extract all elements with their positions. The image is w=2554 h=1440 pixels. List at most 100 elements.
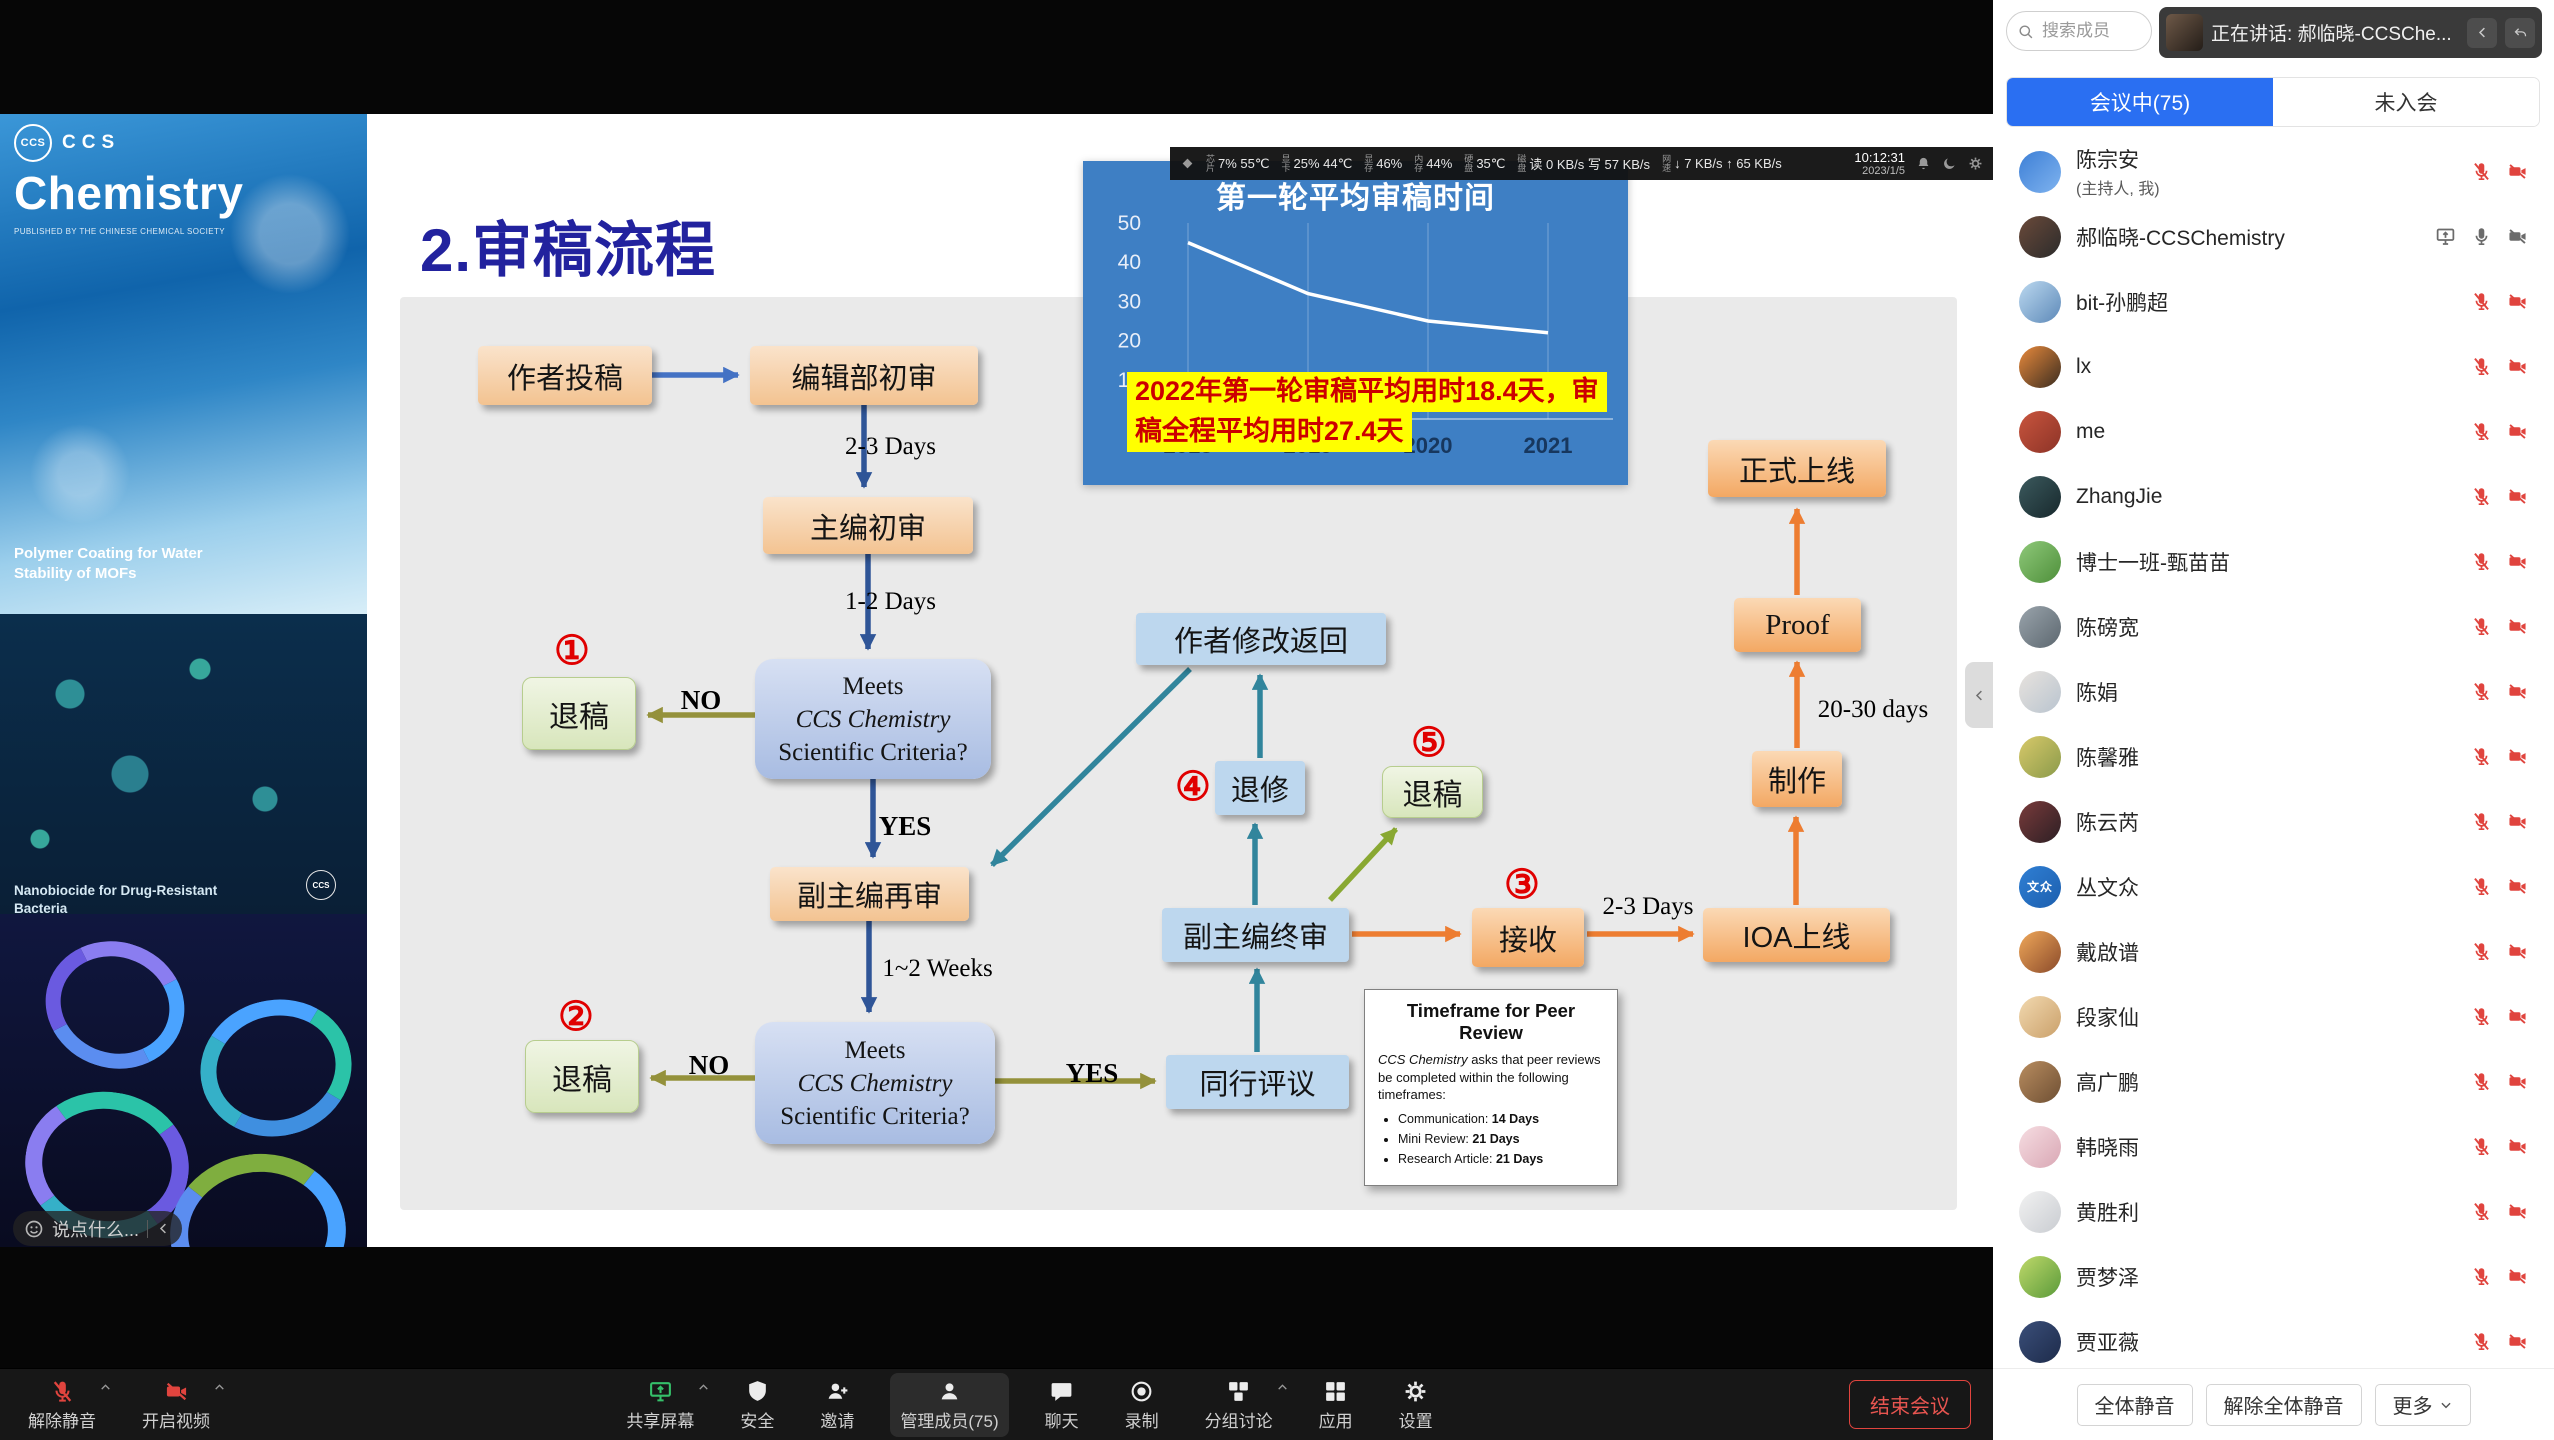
chat-placeholder[interactable]: 说点什么... [52,1219,140,1240]
participant-row[interactable]: 陈馨雅 [1993,724,2554,789]
invite-icon [825,1379,850,1404]
search-box[interactable] [2006,11,2152,51]
participant-row[interactable]: 韩晓雨 [1993,1114,2554,1179]
camera-off-icon[interactable] [2507,161,2528,182]
search-input[interactable] [2040,20,2144,42]
more-button[interactable]: 更多 [2374,1383,2471,1426]
camera-off-icon[interactable] [2507,421,2528,442]
mic-muted-icon[interactable] [2471,1201,2492,1222]
participant-row[interactable]: 陈磅宽 [1993,594,2554,659]
tab-not-joined[interactable]: 未入会 [2273,78,2539,126]
toolbar-members[interactable]: 管理成员(75) [890,1372,1009,1437]
toolbar-invite[interactable]: 邀请 [810,1373,864,1437]
end-meeting-button[interactable]: 结束会议 [1848,1380,1971,1429]
camera-off-icon[interactable] [2507,356,2528,377]
camera-off-icon[interactable] [2507,941,2528,962]
participant-row[interactable]: 黄胜利 [1993,1179,2554,1244]
speaking-indicator[interactable]: 正在讲话: 郝临晓-CCSChe... [2159,7,2542,58]
collapse-left-button[interactable] [2467,17,2497,48]
camera-off-icon[interactable] [2507,1136,2528,1157]
camera-off-icon[interactable] [2507,681,2528,702]
participant-row[interactable]: 陈宗安 (主持人, 我) [1993,139,2554,204]
mute-all-button[interactable]: 全体静音 [2076,1383,2193,1426]
camera-off-icon[interactable] [2507,486,2528,507]
mic-muted-icon[interactable] [2471,681,2492,702]
mic-muted-icon[interactable] [2471,356,2492,377]
camera-off-icon[interactable] [2507,746,2528,767]
return-button[interactable] [2505,17,2535,48]
toolbar-apps[interactable]: 应用 [1309,1373,1363,1437]
chevron-left-icon[interactable] [156,1221,171,1236]
toolbar-breakout[interactable]: 分组讨论 [1195,1373,1283,1437]
toolbar-security[interactable]: 安全 [730,1373,784,1437]
camera-off-icon[interactable] [2507,291,2528,312]
camera-off-icon[interactable] [2507,876,2528,897]
mic-muted-icon[interactable] [2471,941,2492,962]
participant-row[interactable]: 郝临晓-CCSChemistry [1993,204,2554,269]
participant-row[interactable]: 博士一班-甄苗苗 [1993,529,2554,594]
participant-row[interactable]: bit-孙鹏超 [1993,269,2554,334]
participant-name: 段家仙 [2076,1006,2139,1030]
mic-muted-icon[interactable] [2471,1266,2492,1287]
back-arrow-icon [2513,25,2528,40]
camera-off-icon[interactable] [2507,1331,2528,1352]
mic-muted-icon[interactable] [2471,161,2492,182]
toolbar-share-screen[interactable]: 共享屏幕 [616,1373,704,1437]
participant-row[interactable]: me [1993,399,2554,464]
chevron-up-icon[interactable] [99,1381,112,1394]
camera-off-icon[interactable] [2507,1006,2528,1027]
highlight-line-1: 2022年第一轮审稿平均用时18.4天，审 [1127,372,1607,412]
tab-in-meeting[interactable]: 会议中(75) [2007,78,2273,126]
toolbar-chat[interactable]: 聊天 [1035,1373,1089,1437]
avatar [2019,1255,2061,1298]
chevron-up-icon[interactable] [213,1381,226,1394]
chevron-up-icon[interactable] [1276,1381,1289,1394]
participant-row[interactable]: 段家仙 [1993,984,2554,1049]
mic-muted-icon[interactable] [2471,616,2492,637]
screen-share-icon[interactable] [2435,226,2456,247]
toolbar-settings[interactable]: 设置 [1389,1373,1443,1437]
camera-off-icon[interactable] [2507,551,2528,572]
camera-off-icon[interactable] [2507,1266,2528,1287]
timeframe-label: Mini Review: [1398,1131,1473,1146]
participant-row[interactable]: 戴啟谱 [1993,919,2554,984]
participant-row[interactable]: ZhangJie [1993,464,2554,529]
mic-muted-icon[interactable] [2471,291,2492,312]
participant-row[interactable]: 贾亚薇 [1993,1309,2554,1369]
camera-off-icon[interactable] [2507,226,2528,247]
camera-off-icon[interactable] [2507,811,2528,832]
label-no-1: NO [680,685,722,715]
chevron-up-icon[interactable] [697,1381,710,1394]
emoji-icon[interactable] [24,1219,44,1239]
camera-off-icon[interactable] [2507,616,2528,637]
participant-row[interactable]: 贾梦泽 [1993,1244,2554,1309]
unmute-all-button[interactable]: 解除全体静音 [2205,1383,2362,1426]
toolbar-record[interactable]: 录制 [1115,1373,1169,1437]
mic-muted-icon[interactable] [2471,551,2492,572]
avatar [2019,540,2061,583]
quick-chat-pill[interactable]: 说点什么... [13,1211,183,1246]
mic-icon[interactable] [2471,226,2492,247]
participant-row[interactable]: lx [1993,334,2554,399]
mic-muted-icon[interactable] [2471,1006,2492,1027]
participant-row[interactable]: 陈娟 [1993,659,2554,724]
mic-muted-icon[interactable] [2471,811,2492,832]
panel-collapse-handle[interactable] [1965,662,1993,728]
divider [147,1219,149,1238]
mic-muted-icon[interactable] [2471,486,2492,507]
mic-muted-icon[interactable] [2471,1136,2492,1157]
mic-muted-icon[interactable] [2471,421,2492,442]
camera-off-icon[interactable] [2507,1071,2528,1092]
camera-off-icon[interactable] [2507,1201,2528,1222]
toolbar-unmute[interactable]: 解除静音 [18,1373,106,1437]
participant-row[interactable]: 陈云芮 [1993,789,2554,854]
toolbar-start-video[interactable]: 开启视频 [132,1373,220,1437]
mic-muted-icon[interactable] [2471,1331,2492,1352]
timeframe-value: 14 Days [1491,1111,1540,1126]
mic-muted-icon[interactable] [2471,746,2492,767]
security-icon [745,1379,770,1404]
mic-muted-icon[interactable] [2471,876,2492,897]
participant-row[interactable]: 高广鹏 [1993,1049,2554,1114]
participant-row[interactable]: 文众 丛文众 [1993,854,2554,919]
mic-muted-icon[interactable] [2471,1071,2492,1092]
